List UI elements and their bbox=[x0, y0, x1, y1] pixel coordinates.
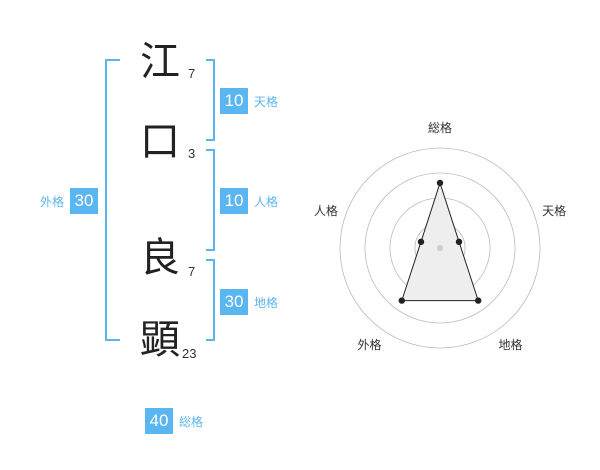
name-char-4: 顕 bbox=[140, 317, 180, 363]
soukaku-label: 総格 bbox=[179, 414, 204, 429]
gaikaku-label: 外格 bbox=[40, 194, 65, 209]
gaikaku-value: 30 bbox=[70, 188, 99, 214]
jinkaku-label: 人格 bbox=[254, 194, 279, 209]
radar-axis-label-3: 外格 bbox=[357, 337, 381, 352]
radar-point-4 bbox=[417, 238, 425, 246]
gaikaku-badge: 外格 30 bbox=[40, 188, 99, 214]
radar-ring-4 bbox=[339, 147, 541, 349]
stroke-count-4: 23 bbox=[182, 346, 197, 361]
radar-point-0 bbox=[436, 179, 444, 187]
tenkaku-label: 天格 bbox=[254, 94, 279, 109]
chikaku-value: 30 bbox=[220, 289, 248, 315]
soukaku-badge: 40 総格 bbox=[145, 408, 203, 434]
radar-axis-label-0: 総格 bbox=[428, 120, 452, 135]
radar-point-1 bbox=[455, 238, 463, 246]
radar-rings bbox=[339, 147, 541, 349]
chikaku-bracket bbox=[206, 259, 215, 341]
stroke-count-3: 7 bbox=[188, 264, 196, 279]
jinkaku-badge: 10 人格 bbox=[220, 188, 278, 214]
tenkaku-bracket bbox=[206, 59, 215, 141]
radar-point-2 bbox=[475, 297, 482, 304]
radar-center-dot bbox=[437, 245, 443, 251]
chikaku-badge: 30 地格 bbox=[220, 289, 278, 315]
radar-ring-3 bbox=[364, 172, 516, 324]
chikaku-label: 地格 bbox=[254, 295, 279, 310]
tenkaku-value: 10 bbox=[220, 88, 248, 114]
gaikaku-bracket bbox=[105, 59, 120, 341]
radar-axis-label-2: 地格 bbox=[499, 337, 523, 352]
stroke-count-1: 7 bbox=[188, 66, 196, 81]
jinkaku-value: 10 bbox=[220, 188, 248, 214]
radar-shape bbox=[401, 181, 479, 302]
name-char-3: 良 bbox=[140, 235, 180, 281]
radar-axis-label-1: 天格 bbox=[542, 203, 566, 218]
tenkaku-badge: 10 天格 bbox=[220, 88, 278, 114]
radar-points bbox=[398, 179, 482, 304]
radar-axis-label-4: 人格 bbox=[314, 203, 338, 218]
name-char-1: 江 bbox=[140, 39, 180, 85]
radar-polygon bbox=[401, 181, 479, 302]
jinkaku-bracket bbox=[206, 149, 215, 251]
radar-point-3 bbox=[398, 297, 405, 304]
stroke-count-2: 3 bbox=[188, 146, 196, 161]
name-char-2: 口 bbox=[140, 119, 180, 165]
soukaku-value: 40 bbox=[145, 408, 173, 434]
